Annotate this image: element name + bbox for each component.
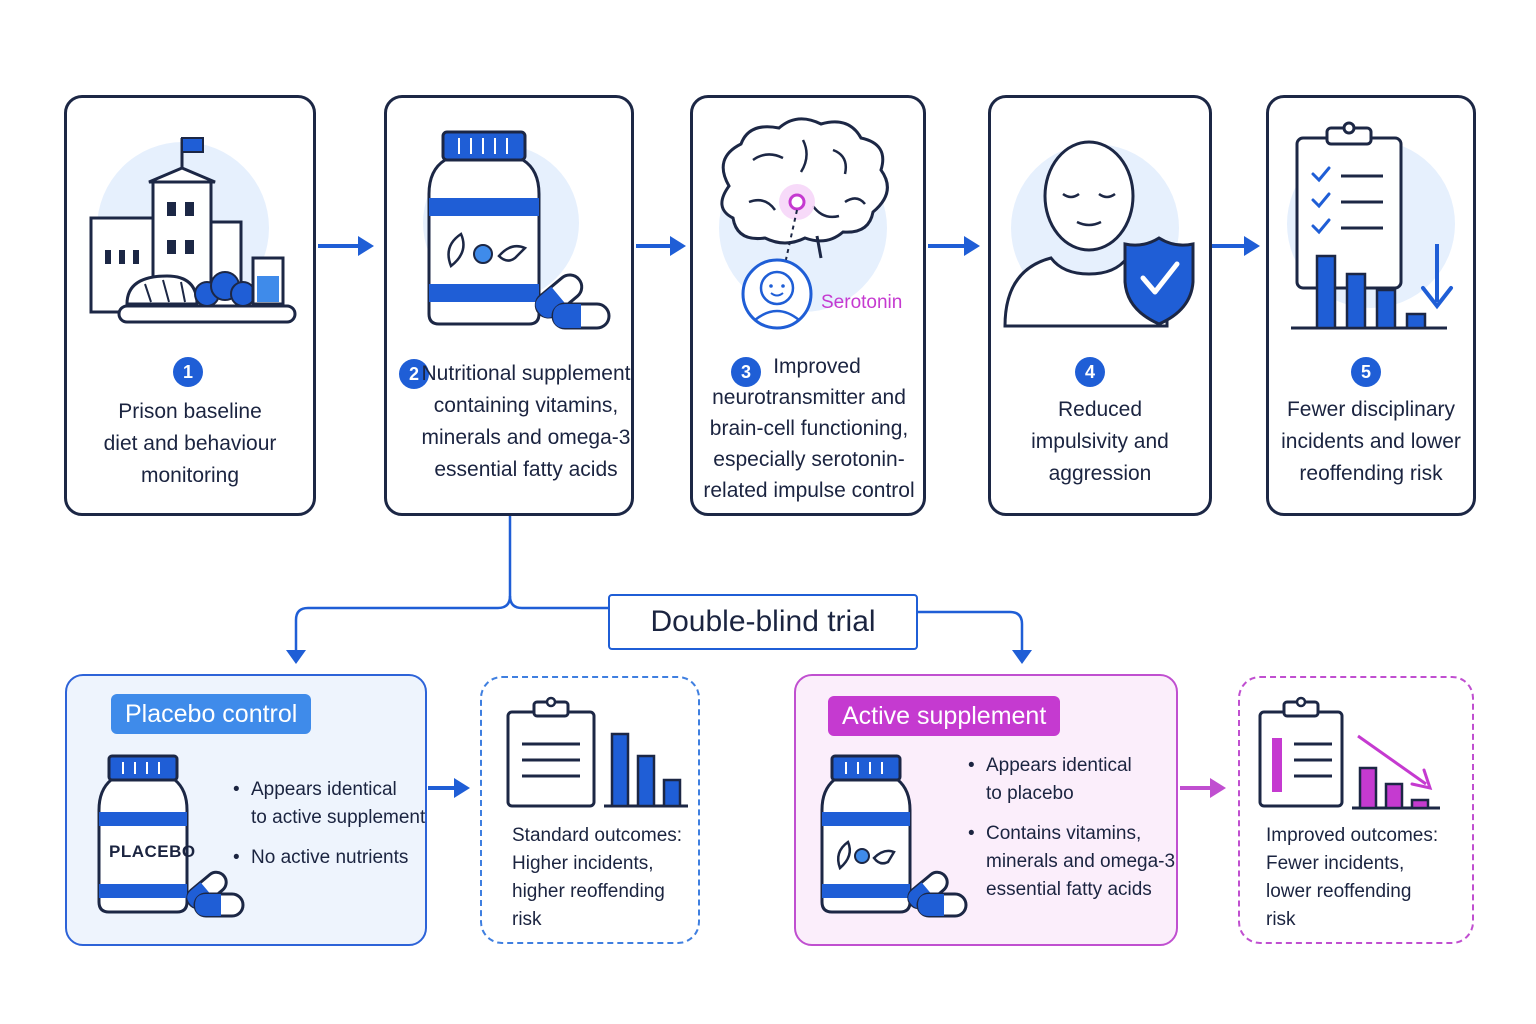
placebo-label: Placebo control — [111, 694, 312, 734]
trial-branch-connector — [294, 516, 1024, 650]
step-card-4: 4 Reduced impulsivity and aggression — [988, 95, 1212, 516]
step-card-1: 1 Prison baseline diet and behaviour mon… — [64, 95, 316, 516]
serotonin-label: Serotonin — [821, 292, 903, 313]
food-tray-icon — [117, 256, 297, 324]
arrow-right-icon — [428, 778, 470, 798]
capsule-icon — [907, 870, 968, 918]
prison-building-icon — [89, 137, 297, 324]
bar-chart-down-icon — [1352, 734, 1440, 810]
bar-chart-icon — [604, 732, 688, 808]
brain-icon — [719, 117, 889, 330]
placebo-group: Placebo control PLACEBO Appears identica… — [65, 674, 427, 946]
supplement-bottle-icon — [97, 754, 245, 918]
calm-person-icon — [1003, 140, 1195, 328]
capsule-icon — [186, 870, 245, 918]
active-outcome-text: Improved outcomes: Fewer incidents, lowe… — [1266, 825, 1439, 930]
placebo-bottle-text: PLACEBO — [109, 842, 196, 861]
active-supplement-label: Active supplement — [828, 696, 1061, 736]
active-outcome: Improved outcomes: Fewer incidents, lowe… — [1238, 676, 1474, 944]
supplement-bottle-icon — [423, 130, 611, 330]
step-number: 3 — [731, 357, 761, 387]
arrow-right-icon — [318, 236, 374, 256]
clipboard-checklist-icon — [1287, 121, 1455, 330]
step-number: 1 — [173, 357, 203, 387]
step-card-3: Serotonin 3 Improved neurotransmitter an… — [690, 95, 926, 516]
step-description: Improved neurotransmitter and brain-cell… — [703, 355, 915, 502]
step-number: 4 — [1075, 357, 1105, 387]
serotonin-face-icon — [741, 258, 813, 330]
clipboard-checklist-icon — [506, 696, 688, 808]
step-description: Nutritional supplement containing vitami… — [421, 362, 631, 481]
shield-check-icon — [1123, 236, 1195, 326]
arrow-right-icon — [1180, 778, 1226, 798]
placebo-outcome-text: Standard outcomes: Higher incidents, hig… — [512, 825, 683, 930]
clipboard-checklist-icon — [1258, 696, 1440, 810]
step-card-5: 5 Fewer disciplinary incidents and lower… — [1266, 95, 1476, 516]
step-card-2: 2 Nutritional supplement containing vita… — [384, 95, 634, 516]
bar-chart-down-icon — [1291, 244, 1453, 330]
arrow-right-icon — [636, 236, 686, 256]
step-number: 5 — [1351, 357, 1381, 387]
capsule-icon — [534, 273, 611, 330]
arrow-right-icon — [928, 236, 980, 256]
step-description: Fewer disciplinary incidents and lower r… — [1281, 398, 1461, 485]
step-description: Prison baseline diet and behaviour monit… — [103, 400, 277, 487]
step-number: 2 — [399, 359, 429, 389]
step-description: Reduced impulsivity and aggression — [1031, 398, 1169, 485]
placebo-outcome: Standard outcomes: Higher incidents, hig… — [480, 676, 700, 944]
double-blind-trial-label: Double-blind trial — [608, 594, 918, 650]
arrow-right-icon — [1212, 236, 1260, 256]
supplement-bottle-icon — [820, 754, 968, 918]
